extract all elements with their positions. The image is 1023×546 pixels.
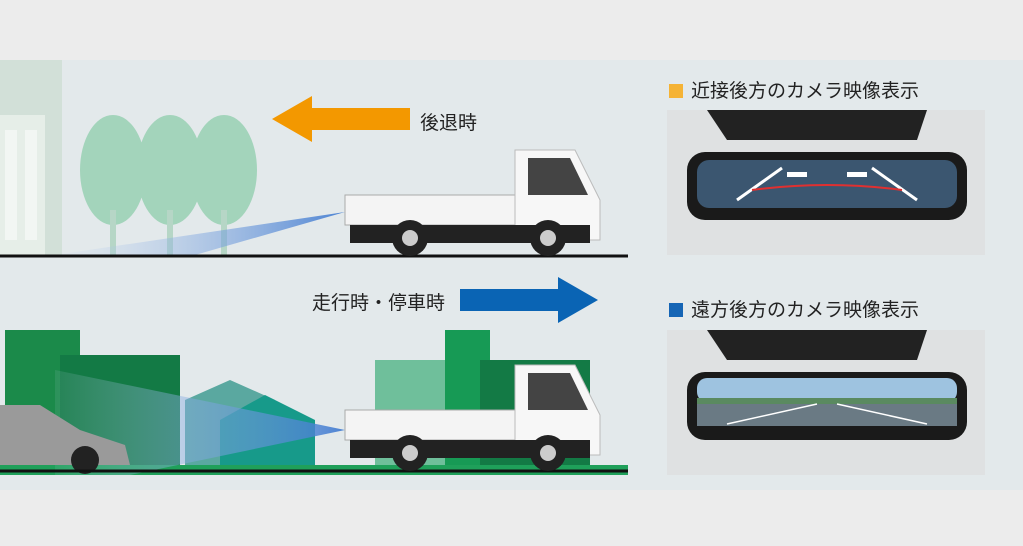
building-icon: [0, 60, 62, 255]
scene-illustration: [0, 60, 628, 475]
arrow-left-icon: [272, 96, 410, 142]
tree-icons: [80, 115, 257, 255]
far-camera-mirror: [667, 330, 985, 475]
truck-icon: [344, 364, 601, 471]
camera-beam: [55, 212, 345, 255]
arrow-right-icon: [460, 277, 598, 323]
blue-marker-icon: [669, 303, 683, 317]
reverse-label: 後退時: [420, 112, 478, 134]
near-camera-mirror: [667, 110, 985, 255]
near-view-title: 近接後方のカメラ映像表示: [669, 76, 919, 103]
car-icon: [0, 405, 130, 474]
orange-marker-icon: [669, 84, 683, 98]
truck-icon: [344, 149, 601, 256]
driving-label: 走行時・停車時: [312, 292, 446, 314]
camera-beam: [55, 370, 345, 475]
far-view-title: 遠方後方のカメラ映像表示: [669, 295, 919, 322]
